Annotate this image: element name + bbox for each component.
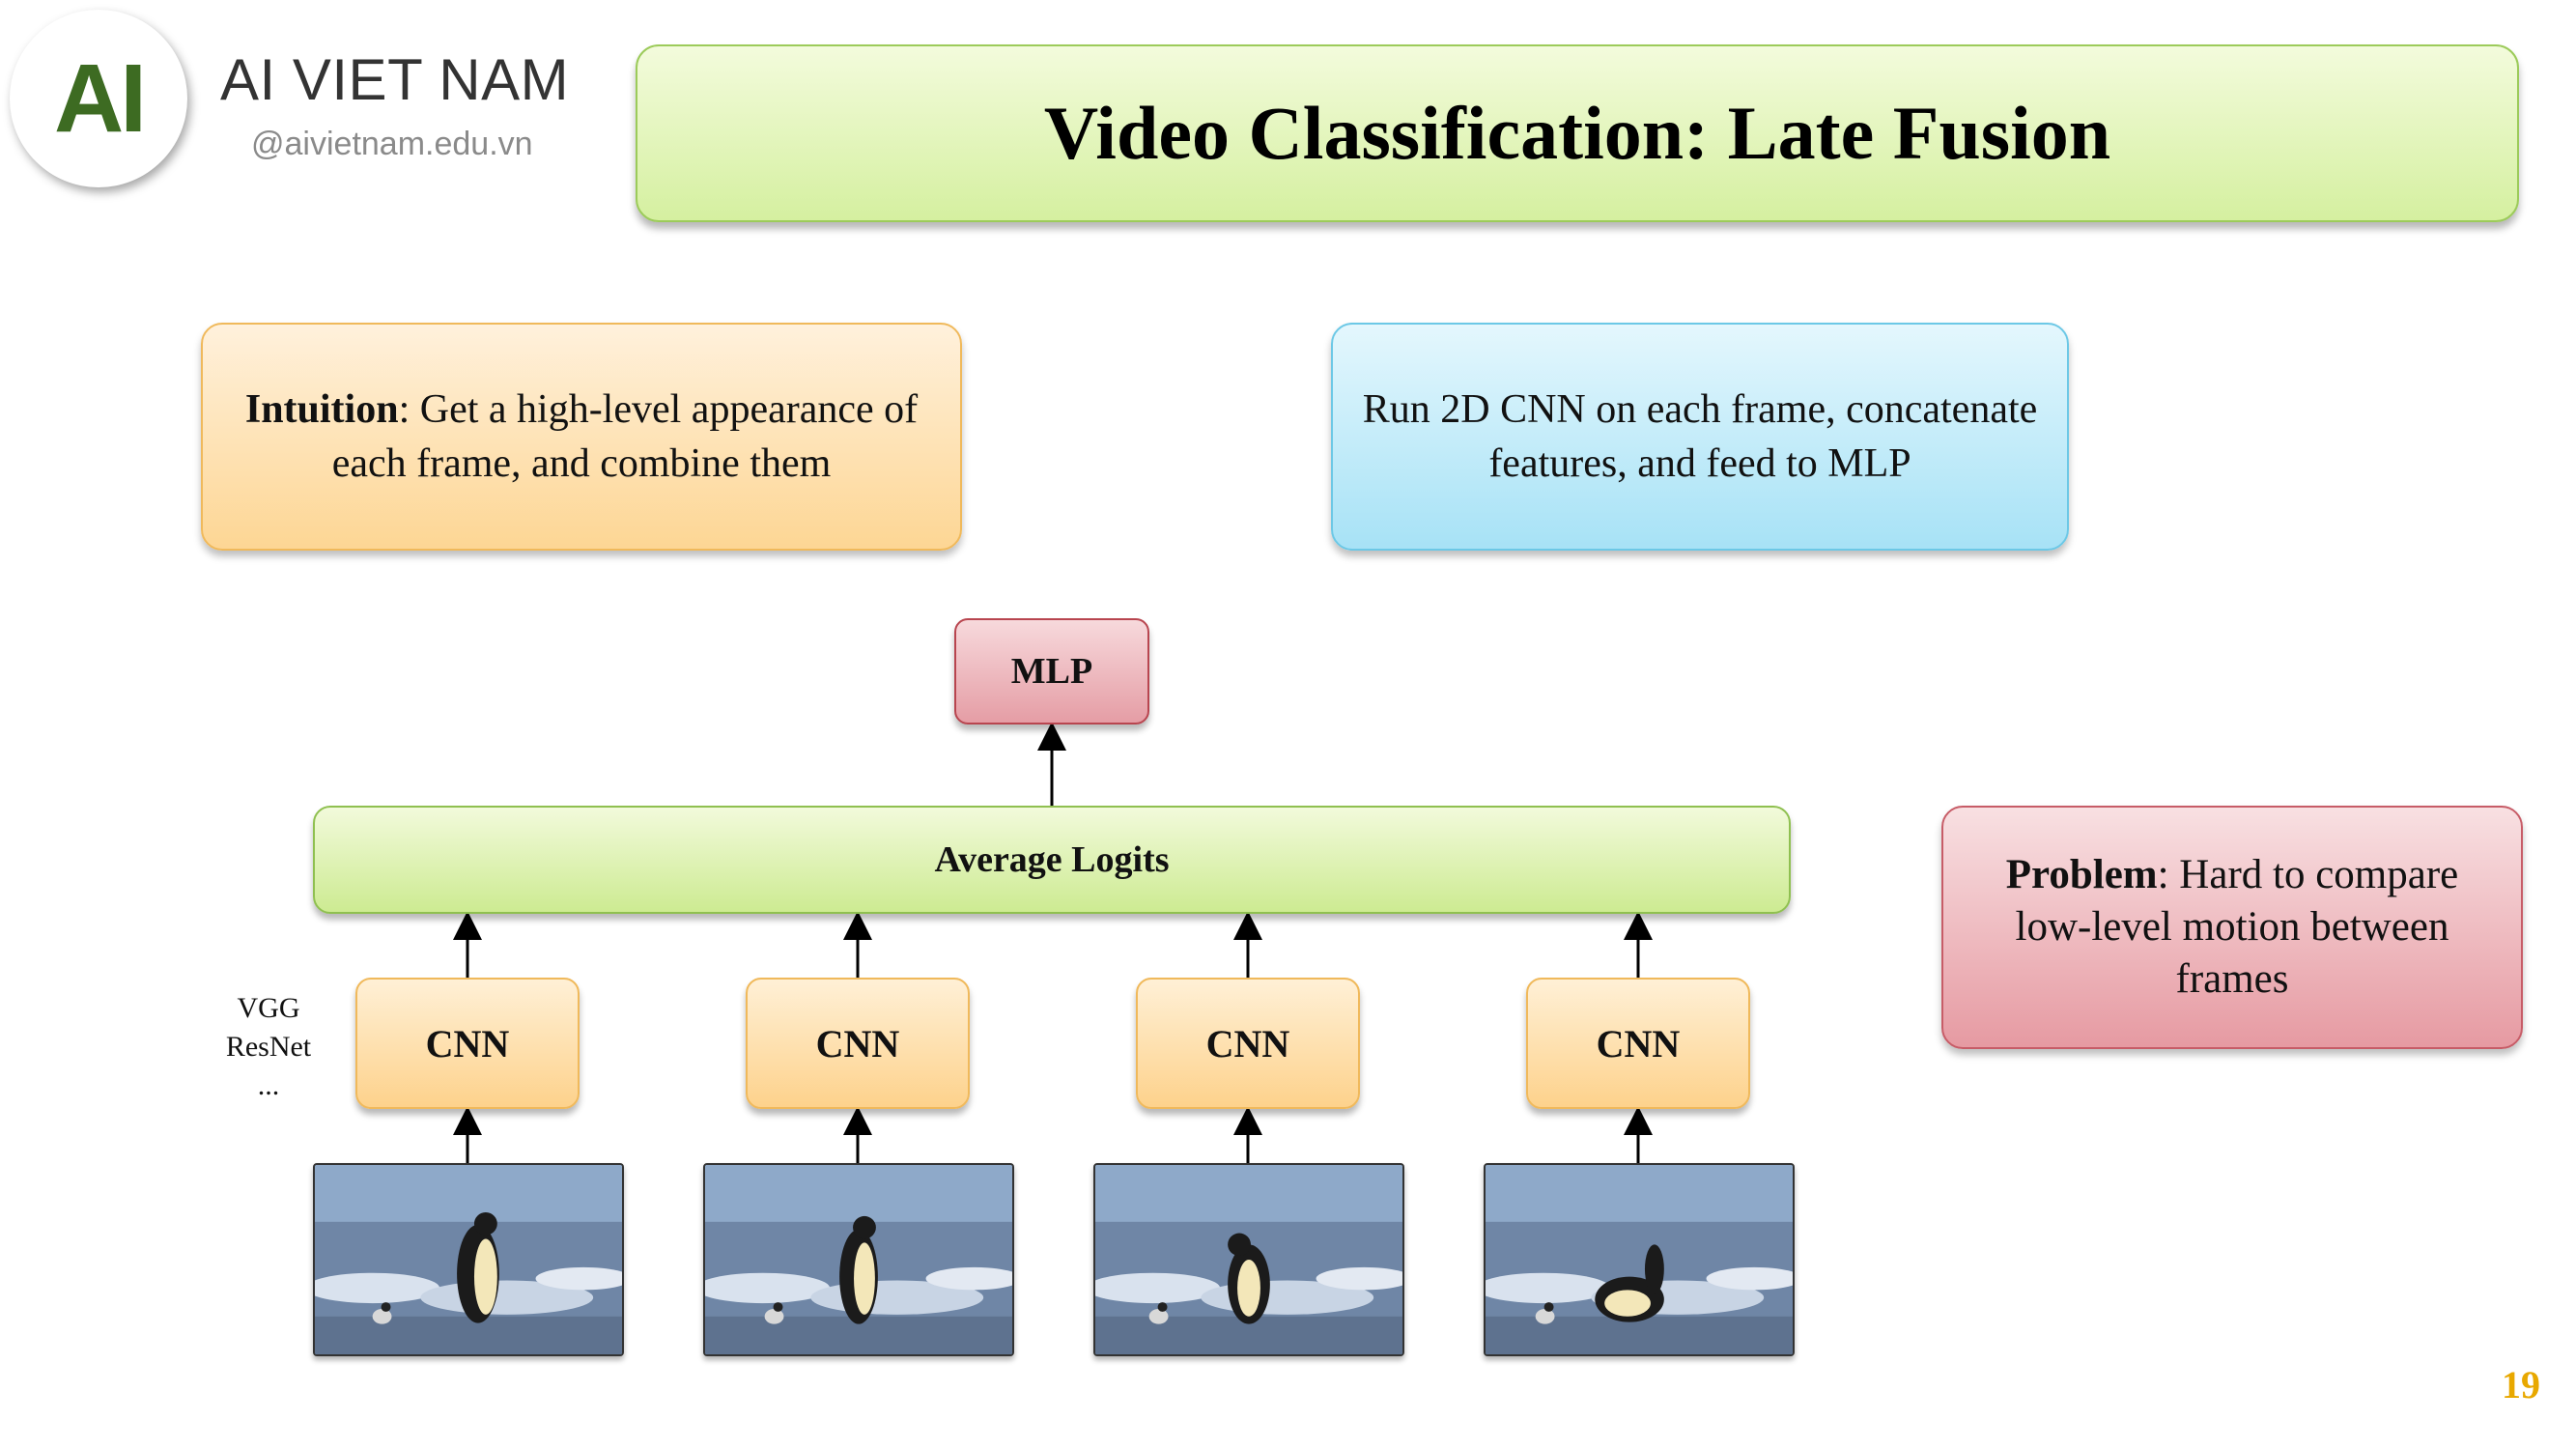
cnn-node-1: CNN bbox=[355, 978, 580, 1109]
cnn-node-4: CNN bbox=[1526, 978, 1750, 1109]
backbone-example: ResNet bbox=[225, 1031, 312, 1063]
average-logits-label: Average Logits bbox=[934, 839, 1170, 880]
problem-lead: Problem bbox=[2005, 852, 2158, 897]
video-frame-2 bbox=[703, 1163, 1014, 1356]
method-text: Run 2D CNN on each frame, concatenate fe… bbox=[1362, 387, 2038, 486]
intuition-callout: Intuition: Get a high-level appearance o… bbox=[201, 323, 962, 551]
video-frame-1 bbox=[313, 1163, 624, 1356]
mlp-node: MLP bbox=[954, 618, 1149, 724]
video-frame-4 bbox=[1484, 1163, 1795, 1356]
logo: AI bbox=[10, 10, 187, 187]
cnn-label: CNN bbox=[1596, 1021, 1681, 1065]
problem-text: : Hard to compare low-level motion betwe… bbox=[2015, 852, 2459, 1002]
problem-callout: Problem: Hard to compare low-level motio… bbox=[1941, 806, 2523, 1049]
cnn-node-3: CNN bbox=[1136, 978, 1360, 1109]
backbone-examples: VGG ResNet ... bbox=[205, 989, 332, 1105]
title-banner: Video Classification: Late Fusion bbox=[636, 44, 2519, 222]
backbone-example: VGG bbox=[237, 992, 300, 1024]
mlp-label: MLP bbox=[1010, 651, 1093, 692]
brand-url: @aivietnam.edu.vn bbox=[251, 126, 533, 162]
backbone-example: ... bbox=[257, 1069, 280, 1101]
intuition-text: : Get a high-level appearance of each fr… bbox=[331, 387, 919, 486]
cnn-label: CNN bbox=[1205, 1021, 1290, 1065]
average-logits-node: Average Logits bbox=[313, 806, 1791, 914]
page-number: 19 bbox=[2502, 1363, 2540, 1406]
cnn-label: CNN bbox=[815, 1021, 900, 1065]
cnn-node-2: CNN bbox=[746, 978, 970, 1109]
video-frame-3 bbox=[1093, 1163, 1404, 1356]
method-callout: Run 2D CNN on each frame, concatenate fe… bbox=[1331, 323, 2069, 551]
brand-name: AI VIET NAM bbox=[220, 47, 570, 112]
intuition-lead: Intuition bbox=[244, 387, 399, 432]
logo-mark: AI bbox=[54, 43, 147, 153]
cnn-label: CNN bbox=[425, 1021, 510, 1065]
slide-title: Video Classification: Late Fusion bbox=[1043, 91, 2111, 175]
